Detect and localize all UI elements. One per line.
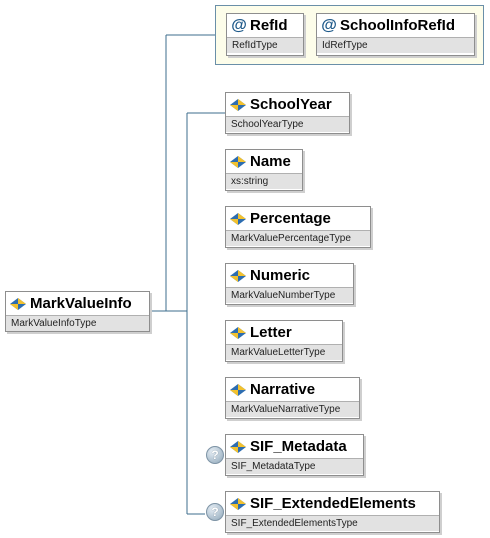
element-icon [230, 440, 246, 453]
attribute-name: RefId [250, 17, 288, 34]
element-type: SchoolYearType [226, 116, 349, 132]
element-header: Name [226, 150, 302, 173]
root-element-type: MarkValueInfoType [6, 315, 149, 331]
element-name: Numeric [250, 267, 311, 284]
element-node-sif-extendedelements[interactable]: SIF_ExtendedElements SIF_ExtendedElement… [225, 491, 440, 533]
element-type: SIF_MetadataType [226, 458, 363, 474]
element-type: MarkValueLetterType [226, 344, 342, 360]
element-icon [230, 269, 246, 282]
optional-badge-icon: ? [206, 446, 224, 464]
optional-badge-icon: ? [206, 503, 224, 521]
element-header: Narrative [226, 378, 359, 401]
element-node-sif-metadata[interactable]: SIF_Metadata SIF_MetadataType [225, 434, 364, 476]
root-element-name: MarkValueInfo [30, 295, 132, 312]
element-name: Name [250, 153, 291, 170]
root-element-header: MarkValueInfo [6, 292, 149, 315]
element-icon [230, 383, 246, 396]
at-sign-icon: @ [231, 16, 247, 34]
attribute-node-schoolinforefid[interactable]: @ SchoolInfoRefId IdRefType [316, 13, 475, 56]
element-type: MarkValueNarrativeType [226, 401, 359, 417]
element-icon [10, 297, 26, 310]
element-node-schoolyear[interactable]: SchoolYear SchoolYearType [225, 92, 350, 134]
element-icon [230, 326, 246, 339]
element-header: SchoolYear [226, 93, 349, 116]
element-type: MarkValuePercentageType [226, 230, 370, 246]
element-icon [230, 98, 246, 111]
attribute-group: @ RefId RefIdType @ SchoolInfoRefId IdRe… [215, 5, 484, 65]
element-node-narrative[interactable]: Narrative MarkValueNarrativeType [225, 377, 360, 419]
element-name: SchoolYear [250, 96, 332, 113]
attribute-header: @ SchoolInfoRefId [317, 14, 474, 37]
element-node-name[interactable]: Name xs:string [225, 149, 303, 191]
attribute-node-refid[interactable]: @ RefId RefIdType [226, 13, 304, 56]
element-header: SIF_ExtendedElements [226, 492, 439, 515]
element-icon [230, 155, 246, 168]
element-name: SIF_ExtendedElements [250, 495, 416, 512]
element-type: SIF_ExtendedElementsType [226, 515, 439, 531]
element-type: MarkValueNumberType [226, 287, 353, 303]
element-type: xs:string [226, 173, 302, 189]
element-node-numeric[interactable]: Numeric MarkValueNumberType [225, 263, 354, 305]
attribute-header: @ RefId [227, 14, 303, 37]
element-icon [230, 497, 246, 510]
element-node-percentage[interactable]: Percentage MarkValuePercentageType [225, 206, 371, 248]
element-name: Percentage [250, 210, 331, 227]
element-name: SIF_Metadata [250, 438, 347, 455]
attribute-type: RefIdType [227, 37, 303, 53]
element-node-letter[interactable]: Letter MarkValueLetterType [225, 320, 343, 362]
element-header: SIF_Metadata [226, 435, 363, 458]
element-header: Percentage [226, 207, 370, 230]
element-header: Numeric [226, 264, 353, 287]
at-sign-icon: @ [321, 16, 337, 34]
element-icon [230, 212, 246, 225]
element-header: Letter [226, 321, 342, 344]
element-name: Narrative [250, 381, 316, 398]
attribute-name: SchoolInfoRefId [340, 17, 455, 34]
attribute-type: IdRefType [317, 37, 474, 53]
root-element-node[interactable]: MarkValueInfo MarkValueInfoType [5, 291, 150, 332]
element-name: Letter [250, 324, 292, 341]
